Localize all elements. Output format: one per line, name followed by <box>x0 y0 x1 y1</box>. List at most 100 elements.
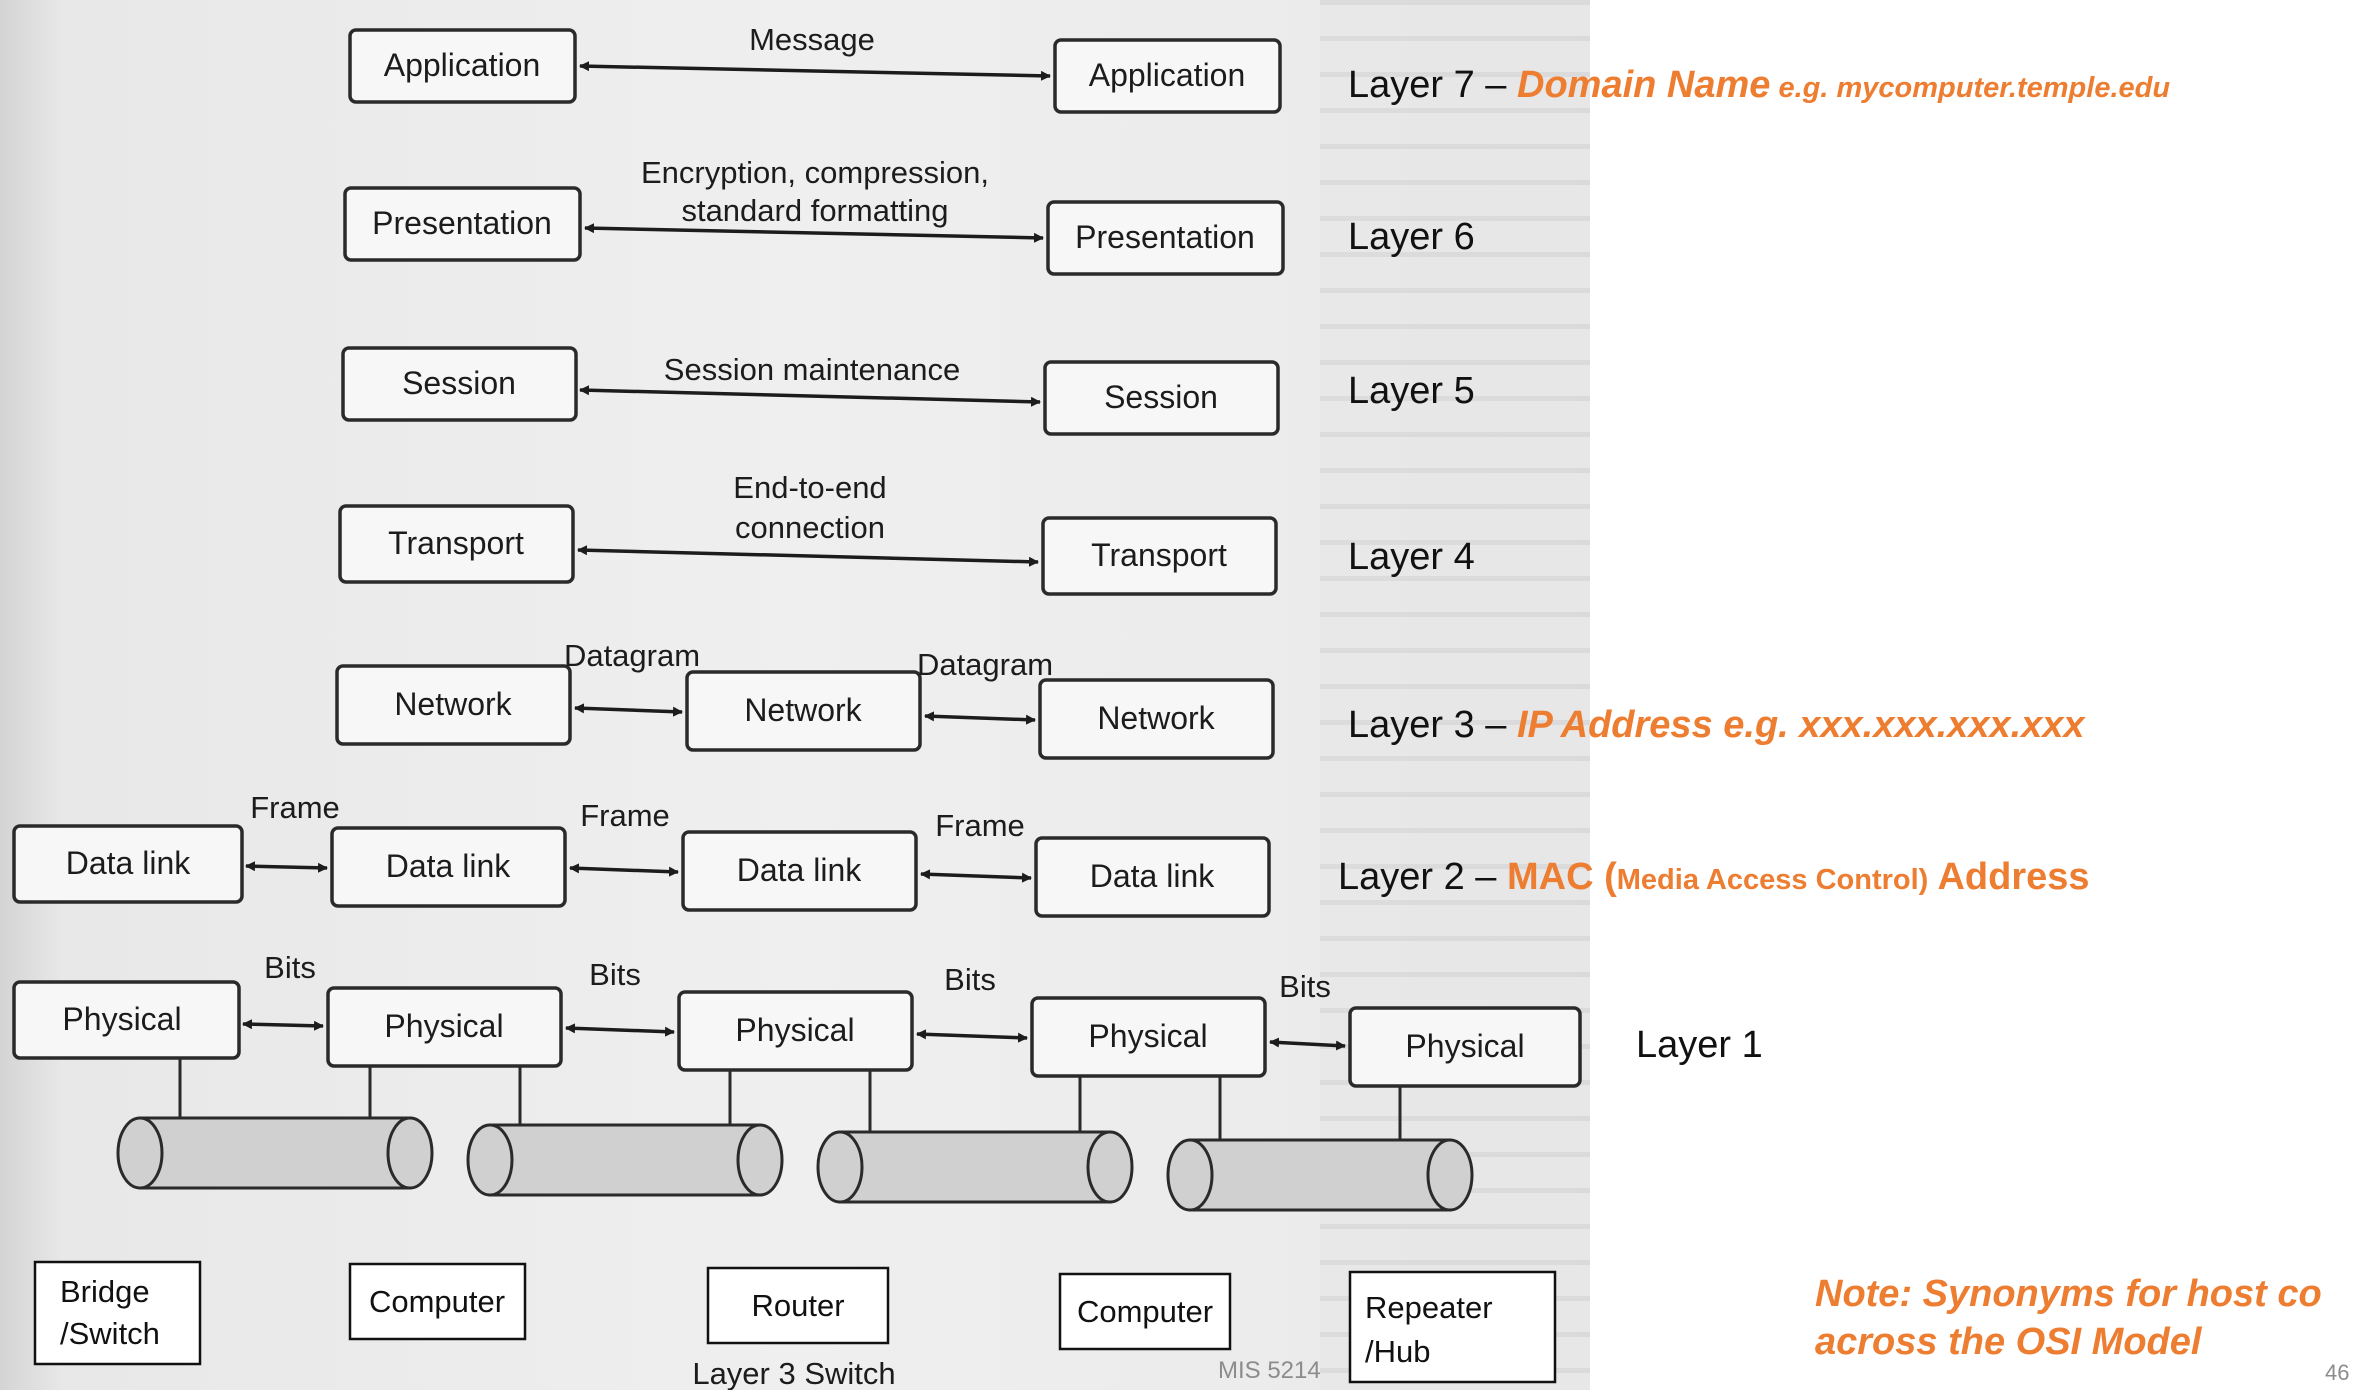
svg-text:Physical: Physical <box>1088 1018 1207 1054</box>
layer7-example: e.g. mycomputer.temple.edu <box>1770 72 2171 104</box>
device-router: Router <box>706 1266 890 1345</box>
svg-text:Application: Application <box>384 47 541 83</box>
session-maintenance-label: Session maintenance <box>664 352 960 387</box>
svg-text:Repeater: Repeater <box>1365 1290 1493 1325</box>
svg-text:Presentation: Presentation <box>372 205 552 241</box>
layer1-label: Layer 1 <box>1636 1024 1763 1066</box>
layer3-highlight: IP Address e.g. xxx.xxx.xxx.xxx <box>1517 704 2085 746</box>
end-to-end-arrow <box>577 545 1039 567</box>
device-computer-1: Computer <box>348 1262 527 1341</box>
svg-text:Data link: Data link <box>66 845 192 881</box>
bits-arrow-2 <box>565 1023 675 1037</box>
svg-text:Bridge: Bridge <box>60 1274 150 1309</box>
svg-text:Session: Session <box>1104 379 1218 415</box>
device-computer-2: Computer <box>1058 1272 1232 1351</box>
svg-text:Application: Application <box>1089 57 1246 93</box>
network-box-1: Network <box>335 664 572 746</box>
bits-label-4: Bits <box>1279 969 1331 1004</box>
network-box-2: Network <box>685 670 922 752</box>
svg-text:/Hub: /Hub <box>1365 1334 1430 1369</box>
svg-text:Physical: Physical <box>384 1008 503 1044</box>
layer4-annotation: Layer 4 <box>1348 536 1475 579</box>
device-repeater-hub: Repeater /Hub <box>1348 1270 1557 1384</box>
datalink-box-2: Data link <box>330 826 567 908</box>
svg-text:Computer: Computer <box>1077 1294 1213 1329</box>
layer1-annotation: Layer 1 <box>1636 1024 1763 1067</box>
transport-box-right: Transport <box>1041 516 1278 596</box>
layer2-highlight-end: Address <box>1928 856 2090 898</box>
end-to-end-label-line2: connection <box>735 510 885 545</box>
frame-label-2: Frame <box>580 798 670 833</box>
presentation-box-right: Presentation <box>1046 200 1285 276</box>
application-box-right: Application <box>1053 38 1282 114</box>
layer6-annotation: Layer 6 <box>1348 216 1475 259</box>
layer2-label: Layer 2 – <box>1338 856 1507 898</box>
cable-segment-2 <box>466 1123 784 1197</box>
bits-arrow-1 <box>242 1019 324 1031</box>
svg-text:Network: Network <box>744 692 862 728</box>
network-box-3: Network <box>1038 678 1275 760</box>
svg-text:Transport: Transport <box>1091 537 1227 573</box>
physical-box-2: Physical <box>326 986 563 1068</box>
cable-segment-4 <box>1166 1138 1474 1212</box>
layer3-label: Layer 3 – <box>1348 704 1517 746</box>
datagram-label-2: Datagram <box>917 647 1053 682</box>
layer2-annotation: Layer 2 – MAC (Media Access Control) Add… <box>1338 856 2090 899</box>
device-bridge-switch: Bridge /Switch <box>33 1260 202 1366</box>
layer2-highlight-start: MAC ( <box>1507 856 1617 898</box>
note-line2: across the OSI Model <box>1815 1321 2202 1363</box>
svg-text:Computer: Computer <box>369 1284 505 1319</box>
layer6-label: Layer 6 <box>1348 216 1475 258</box>
transport-box-left: Transport <box>338 504 575 584</box>
end-to-end-label-line1: End-to-end <box>733 470 886 505</box>
session-maintenance-arrow <box>579 385 1041 407</box>
physical-box-1: Physical <box>12 980 241 1060</box>
bits-arrow-3 <box>916 1029 1028 1043</box>
svg-text:Session: Session <box>402 365 516 401</box>
encryption-label-line2: standard formatting <box>681 193 948 228</box>
physical-box-3: Physical <box>677 990 914 1072</box>
datalink-box-1: Data link <box>12 824 244 904</box>
encryption-label-line1: Encryption, compression, <box>641 155 989 190</box>
bits-label-3: Bits <box>944 962 996 997</box>
physical-box-5: Physical <box>1348 1006 1582 1088</box>
layer4-label: Layer 4 <box>1348 536 1475 578</box>
bits-label-2: Bits <box>589 957 641 992</box>
svg-text:Physical: Physical <box>62 1001 181 1037</box>
physical-box-4: Physical <box>1030 996 1267 1078</box>
layer3-annotation: Layer 3 – IP Address e.g. xxx.xxx.xxx.xx… <box>1348 704 2085 747</box>
svg-text:Network: Network <box>394 686 512 722</box>
session-box-left: Session <box>341 346 578 422</box>
encryption-arrow <box>584 223 1044 243</box>
datagram-label-1: Datagram <box>564 638 700 673</box>
osi-model-diagram: Application Application Message Presenta… <box>12 22 1582 1390</box>
frame-label-3: Frame <box>935 808 1025 843</box>
svg-text:Transport: Transport <box>388 525 524 561</box>
datagram-arrow-1 <box>574 703 683 717</box>
synonyms-note: Note: Synonyms for host co across the OS… <box>1815 1270 2322 1366</box>
presentation-box-left: Presentation <box>343 186 582 262</box>
svg-text:Data link: Data link <box>1090 858 1216 894</box>
datagram-arrow-2 <box>924 711 1036 725</box>
svg-text:Data link: Data link <box>386 848 512 884</box>
datalink-box-3: Data link <box>681 830 918 912</box>
cable-segment-1 <box>116 1116 434 1190</box>
message-label: Message <box>749 22 875 57</box>
course-footer: MIS 5214 <box>1218 1357 1321 1384</box>
svg-text:Network: Network <box>1097 700 1215 736</box>
layer5-label: Layer 5 <box>1348 370 1475 412</box>
cable-segment-3 <box>816 1130 1134 1204</box>
datalink-box-4: Data link <box>1034 836 1271 918</box>
frame-arrow-1 <box>245 861 328 873</box>
layer3-switch-label: Layer 3 Switch <box>692 1356 895 1390</box>
svg-text:Data link: Data link <box>737 852 863 888</box>
message-arrow <box>579 61 1051 81</box>
svg-text:Physical: Physical <box>735 1012 854 1048</box>
note-line1: Note: Synonyms for host co <box>1815 1273 2322 1315</box>
layer5-annotation: Layer 5 <box>1348 370 1475 413</box>
layer7-highlight: Domain Name <box>1517 64 1771 106</box>
frame-label-1: Frame <box>250 790 340 825</box>
layer2-highlight-small: Media Access Control) <box>1616 864 1929 896</box>
layer7-annotation: Layer 7 – Domain Name e.g. mycomputer.te… <box>1348 64 2170 107</box>
bits-arrow-4 <box>1269 1037 1346 1051</box>
